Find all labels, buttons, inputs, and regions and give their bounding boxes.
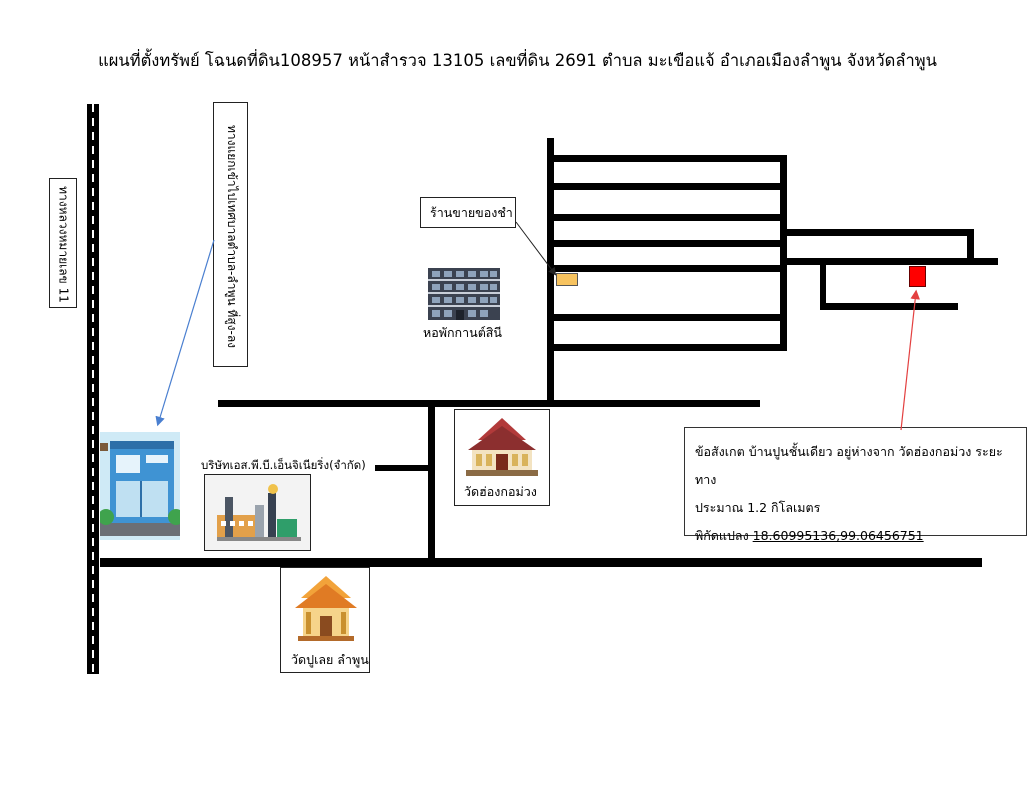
shop-label: ร้านขายของชำ	[430, 205, 513, 220]
junction-label-box	[213, 102, 248, 367]
highway-center-line	[92, 104, 94, 674]
main-cross-road	[100, 558, 982, 567]
ext-road-top	[787, 229, 973, 236]
ext-road-middle	[787, 258, 998, 265]
bank-pointer-arrow	[155, 239, 215, 427]
temple-icon	[466, 418, 538, 476]
highway-label-box	[49, 178, 77, 308]
soi-branch-5	[554, 265, 780, 272]
factory-icon	[205, 475, 310, 550]
temple-hongkomuang-label: วัดฮ่องกอม่วง	[464, 484, 537, 499]
coord-value: 18.60995136,99.06456751	[752, 528, 924, 543]
property-pointer-arrow	[900, 289, 920, 431]
shop-pointer-arrow	[515, 221, 557, 276]
soi-branch-6	[554, 314, 780, 321]
soi-branch-2	[554, 183, 780, 190]
side-road-stub	[375, 465, 429, 471]
shop-label-box	[420, 197, 516, 228]
temple-hongkomuang-card: วัดฮ่องกอม่วง	[454, 409, 550, 506]
dorm-building-icon	[428, 268, 500, 320]
soi-branch-4	[554, 240, 780, 247]
coord-label: พิกัดแปลง	[695, 528, 753, 543]
factory-label: บริษัทเอส.พี.บี.เอ็นจิเนียริ่ง(จำกัด)	[201, 458, 366, 472]
bank-card	[98, 427, 184, 550]
upper-cross-road	[218, 400, 760, 407]
temple-pulei-label: วัดปูเลย ลำพูน	[291, 652, 369, 667]
factory-card	[204, 474, 311, 551]
property-marker	[909, 266, 926, 287]
soi-branch-1	[554, 155, 780, 162]
shop-marker	[556, 273, 578, 286]
note-coord-row: พิกัดแปลง 18.60995136,99.06456751	[695, 522, 1016, 550]
note-line-2: ประมาณ 1.2 กิโลเมตร	[695, 500, 821, 515]
ext-road-connector	[820, 265, 826, 307]
map-title: แผนที่ตั้งทรัพย์ โฉนดที่ดิน108957 หน้าสำ…	[98, 51, 937, 70]
side-road-vertical	[428, 407, 435, 558]
observation-note: ข้อสังเกต บ้านปูนชั้นเดียว อยู่ห่างจาก ว…	[684, 427, 1027, 543]
soi-right-vertical	[780, 155, 787, 350]
ext-road-bottom	[820, 303, 958, 310]
bank-building-icon	[98, 427, 184, 550]
soi-branch-7	[554, 344, 787, 351]
dorm-label: หอพักกานต์สินี	[423, 325, 502, 340]
temple-icon	[295, 576, 357, 641]
note-line-1: ข้อสังเกต บ้านปูนชั้นเดียว อยู่ห่างจาก ว…	[695, 444, 1003, 487]
temple-pulei-card: วัดปูเลย ลำพูน	[280, 567, 370, 673]
soi-branch-3	[554, 214, 780, 221]
ext-road-top-drop	[967, 229, 974, 259]
